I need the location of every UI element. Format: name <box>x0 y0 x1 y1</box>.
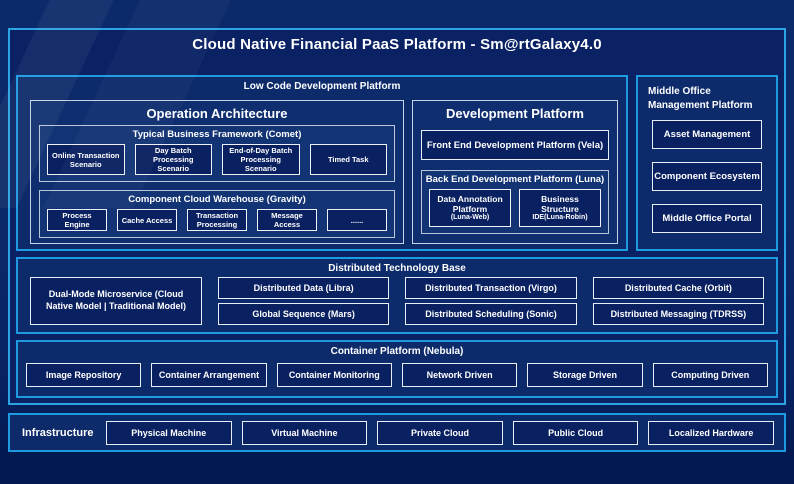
container-row: Image Repository Container Arrangement C… <box>18 357 776 387</box>
box-business-structure-ide: Business Structure IDE(Luna-Robin) <box>519 189 601 227</box>
box-computing-driven: Computing Driven <box>652 363 768 387</box>
box-localized-hardware: Localized Hardware <box>648 420 774 445</box>
box-network-driven: Network Driven <box>401 363 518 387</box>
box-physical-machine: Physical Machine <box>106 420 232 445</box>
box-global-sequence: Global Sequence (Mars) <box>218 303 390 325</box>
box-distributed-messaging: Distributed Messaging (TDRSS) <box>592 303 764 325</box>
panel-operation-architecture: Operation Architecture Typical Business … <box>30 100 404 244</box>
box-private-cloud: Private Cloud <box>377 420 503 445</box>
infrastructure-row: Infrastructure Physical Machine Virtual … <box>10 415 784 450</box>
box-dual-mode-microservice: Dual-Mode Microservice (Cloud Native Mod… <box>30 277 202 325</box>
box-cache-access: Cache Access <box>117 209 177 231</box>
section-label: Middle Office Management Platform <box>648 86 753 111</box>
box-container-monitoring: Container Monitoring <box>276 363 392 387</box>
box-distributed-transaction: Distributed Transaction (Virgo) <box>405 277 577 299</box>
box-day-batch-processing-scenario: Day Batch Processing Scenario <box>134 144 212 175</box>
box-transaction-processing: Transaction Processing <box>187 209 247 231</box>
box-end-of-day-batch-processing-scenario: End-of-Day Batch Processing Scenario <box>222 144 300 175</box>
box-front-end-development-platform: Front End Development Platform (Vela) <box>421 130 609 160</box>
box-timed-task: Timed Task <box>309 144 387 175</box>
section-label: Container Platform (Nebula) <box>330 346 464 357</box>
box-message-access: Message Access <box>257 209 317 231</box>
box-asset-management: Asset Management <box>652 120 762 149</box>
panel-development-platform: Development Platform Front End Developme… <box>412 100 618 244</box>
box-label: Business Structure <box>541 193 579 214</box>
section-label: Infrastructure <box>22 426 94 439</box>
box-data-annotation-platform: Data Annotation Platform (Luna-Web) <box>429 189 511 227</box>
section-distributed-technology-base: Distributed Technology Base Dual-Mode Mi… <box>16 257 778 334</box>
distributed-column: Distributed Transaction (Virgo) Distribu… <box>405 277 577 325</box>
group-back-end-development-platform: Back End Development Platform (Luna) Dat… <box>421 170 609 234</box>
section-label: Distributed Technology Base <box>328 263 466 274</box>
box-online-transaction-scenario: Online Transaction Scenario <box>47 144 125 175</box>
box-ellipsis: ...... <box>327 209 387 231</box>
middle-office-items: Asset Management Component Ecosystem Mid… <box>638 112 776 233</box>
box-sublabel: (Luna-Web) <box>450 213 490 221</box>
box-distributed-scheduling: Distributed Scheduling (Sonic) <box>405 303 577 325</box>
group-title: Typical Business Framework (Comet) <box>132 129 302 140</box>
group-title: Back End Development Platform (Luna) <box>425 174 605 185</box>
box-distributed-data: Distributed Data (Libra) <box>218 277 390 299</box>
group-row: Process Engine Cache Access Transaction … <box>40 207 394 237</box>
section-label: Low Code Development Platform <box>243 81 401 92</box>
group-row: Online Transaction Scenario Day Batch Pr… <box>40 142 394 181</box>
group-component-cloud-warehouse: Component Cloud Warehouse (Gravity) Proc… <box>39 190 395 238</box>
box-public-cloud: Public Cloud <box>512 420 639 445</box>
box-middle-office-portal: Middle Office Portal <box>652 204 762 233</box>
section-infrastructure: Infrastructure Physical Machine Virtual … <box>8 413 786 452</box>
box-distributed-cache: Distributed Cache (Orbit) <box>592 277 764 299</box>
box-storage-driven: Storage Driven <box>527 363 643 387</box>
group-row: Data Annotation Platform (Luna-Web) Busi… <box>422 187 608 233</box>
section-middle-office-management-platform: Middle Office Management Platform Asset … <box>636 75 778 251</box>
box-virtual-machine: Virtual Machine <box>241 420 368 445</box>
box-container-arrangement: Container Arrangement <box>151 363 267 387</box>
group-title: Component Cloud Warehouse (Gravity) <box>128 194 306 205</box>
panel-title: Development Platform <box>446 106 584 121</box>
box-component-ecosystem: Component Ecosystem <box>652 162 762 191</box>
panel-title: Operation Architecture <box>146 106 288 121</box>
section-container-platform: Container Platform (Nebula) Image Reposi… <box>16 340 778 398</box>
page-title: Cloud Native Financial PaaS Platform - S… <box>192 36 602 53</box>
box-sublabel: IDE(Luna-Robin) <box>532 213 588 221</box>
box-image-repository: Image Repository <box>26 363 142 387</box>
distributed-column: Distributed Data (Libra) Global Sequence… <box>218 277 390 325</box>
distributed-column: Distributed Cache (Orbit) Distributed Me… <box>592 277 764 325</box>
box-label: Data Annotation Platform <box>437 193 503 214</box>
group-typical-business-framework: Typical Business Framework (Comet) Onlin… <box>39 125 395 182</box>
distributed-content: Dual-Mode Microservice (Cloud Native Mod… <box>18 274 776 325</box>
box-process-engine: Process Engine <box>47 209 107 231</box>
section-low-code-development-platform: Low Code Development Platform Operation … <box>16 75 628 251</box>
